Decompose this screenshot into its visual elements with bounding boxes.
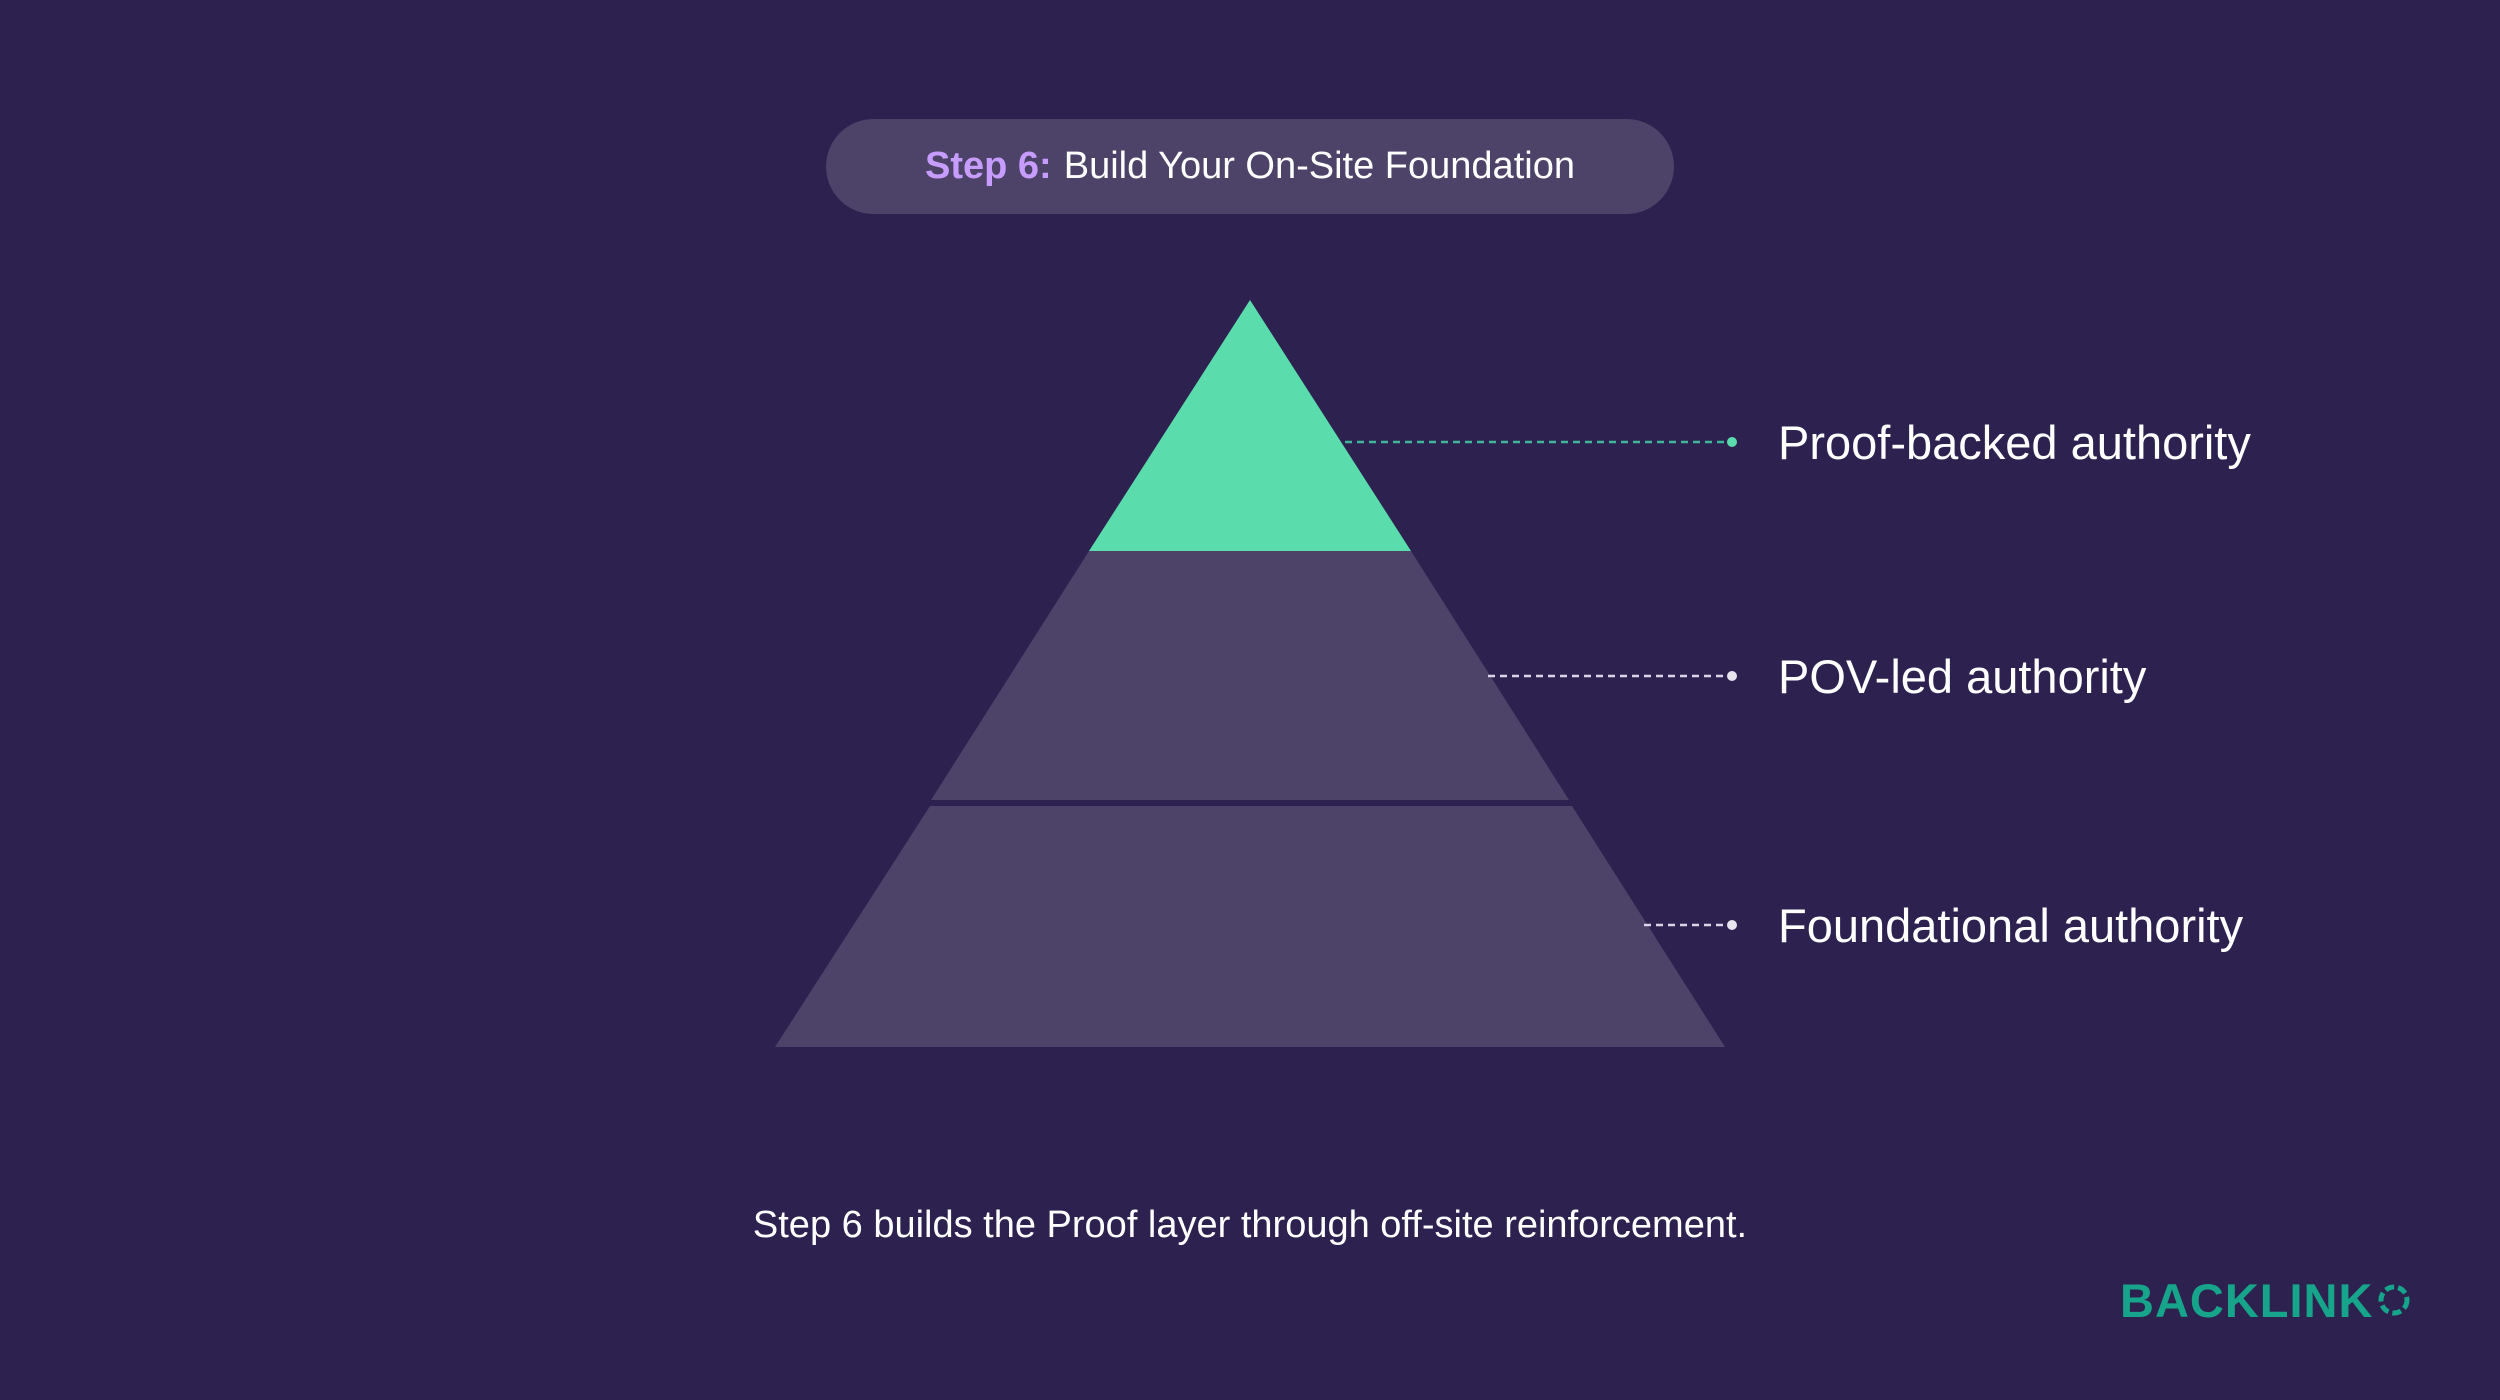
pyramid-tier-middle (931, 551, 1569, 800)
page-title: Build Your On-Site Foundation (1063, 145, 1575, 187)
backlinko-logo: BACKLINK (2120, 1273, 2411, 1327)
step-label: Step 6: (925, 145, 1052, 187)
logo-ring-icon (2378, 1284, 2410, 1316)
caption: Step 6 builds the Proof layer through of… (752, 1204, 1748, 1246)
pyramid-tier-top (1089, 300, 1411, 551)
title-pill: Step 6: Build Your On-Site Foundation (826, 119, 1674, 214)
layer-label-foundational: Foundational authority (1778, 899, 2244, 952)
pyramid-tier-bottom (775, 806, 1725, 1047)
connector-dot-middle (1727, 671, 1737, 681)
logo-text: BACKLINK (2120, 1273, 2374, 1327)
connector-dot-top (1727, 437, 1737, 447)
layer-label-pov: POV-led authority (1778, 650, 2147, 703)
connector-dot-bottom (1727, 920, 1737, 930)
layer-label-proof: Proof-backed authority (1778, 416, 2251, 469)
